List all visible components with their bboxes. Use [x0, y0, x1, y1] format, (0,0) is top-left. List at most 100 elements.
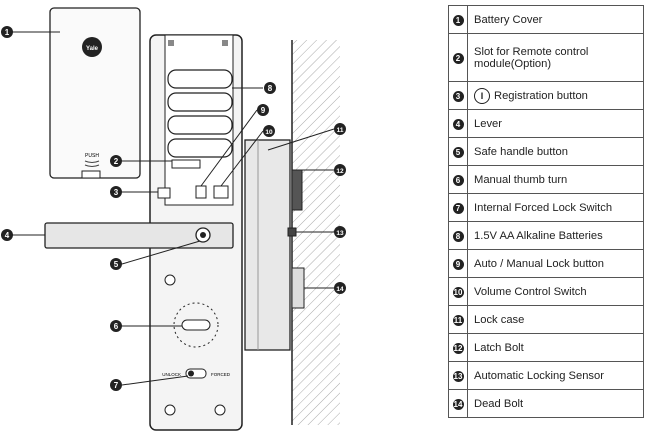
callout-number: 4 [5, 231, 10, 240]
legend-number: 12 [452, 342, 464, 354]
callout-4: 4 [1, 229, 13, 241]
battery-cover: Yale PUSH [49, 7, 141, 179]
legend-number-cell: 2 [448, 33, 468, 82]
lock-diagram: Yale PUSH UNLOCK FORCED [1, 7, 346, 431]
legend-number: 14 [452, 398, 464, 410]
registration-button [157, 187, 171, 199]
legend-row: 2 Slot for Remote control module(Option) [448, 33, 644, 82]
callout-7: 7 [110, 379, 122, 391]
legend-number-cell: 4 [448, 109, 468, 138]
legend-text-cell: Lever [467, 109, 644, 138]
callout-number: 8 [268, 84, 273, 93]
legend-number-cell: 3 [448, 81, 468, 110]
legend-number: 2 [452, 52, 464, 64]
legend-number: 7 [452, 202, 464, 214]
legend-number-cell: 11 [448, 305, 468, 334]
cover-logo: Yale [86, 46, 99, 52]
legend-number-cell: 12 [448, 333, 468, 362]
registration-icon: I [474, 87, 490, 104]
callout-number: 11 [337, 127, 344, 134]
legend-label: Safe handle button [474, 145, 568, 158]
callout-1: 1 [1, 26, 13, 38]
switch-left-label: UNLOCK [162, 372, 181, 377]
callout-number: 9 [261, 106, 266, 115]
legend-text-cell: Safe handle button [467, 137, 644, 166]
legend-row: 8 1.5V AA Alkaline Batteries [448, 221, 644, 250]
callout-number: 12 [336, 168, 344, 175]
callout-number: 7 [114, 381, 119, 390]
legend-text-cell: Dead Bolt [467, 389, 644, 418]
legend-label: Battery Cover [474, 13, 543, 26]
callout-14: 14 [334, 282, 346, 294]
legend-label: Lock case [474, 313, 525, 326]
callout-lines [12, 31, 335, 386]
callout-number: 1 [5, 28, 10, 37]
legend-text-cell: Battery Cover [467, 5, 644, 34]
screw [164, 404, 176, 416]
legend-row: 4 Lever [448, 109, 644, 138]
legend-text-cell: Automatic Locking Sensor [467, 361, 644, 390]
screw [214, 404, 226, 416]
legend-number-cell: 9 [448, 249, 468, 278]
legend-text-cell: Internal Forced Lock Switch [467, 193, 644, 222]
callout-11: 11 [334, 123, 346, 135]
legend-label: Internal Forced Lock Switch [474, 201, 613, 214]
legend-row: 7 Internal Forced Lock Switch [448, 193, 644, 222]
legend-label: 1.5V AA Alkaline Batteries [474, 229, 603, 242]
sensor [287, 227, 297, 237]
legend-number: 5 [452, 146, 464, 158]
callout-number: 10 [265, 129, 273, 136]
latch-bolt [291, 169, 303, 211]
legend-label: Dead Bolt [474, 397, 524, 410]
legend-number: 1 [452, 14, 464, 26]
callout-number: 6 [114, 322, 119, 331]
legend-label: Latch Bolt [474, 341, 524, 354]
lever [44, 222, 234, 249]
callout-12: 12 [334, 164, 346, 176]
legend-number: 10 [452, 286, 464, 298]
switch-right-label: FORCED [211, 372, 231, 377]
legend-number-cell: 10 [448, 277, 468, 306]
legend-label: Registration button [494, 89, 588, 102]
legend-number: 9 [452, 258, 464, 270]
legend-number: 8 [452, 230, 464, 242]
legend-row: 12 Latch Bolt [448, 333, 644, 362]
volume-control-switch [213, 185, 229, 199]
callout-number: 5 [114, 260, 119, 269]
legend-number: 4 [452, 118, 464, 130]
legend-label: Automatic Locking Sensor [474, 369, 604, 382]
legend-text-cell: Auto / Manual Lock button [467, 249, 644, 278]
legend-label: Auto / Manual Lock button [474, 257, 604, 270]
legend-label: Volume Control Switch [474, 285, 587, 298]
legend-row: 14 Dead Bolt [448, 389, 644, 418]
callout-6: 6 [110, 320, 122, 332]
legend-number-cell: 13 [448, 361, 468, 390]
legend-text-cell: Lock case [467, 305, 644, 334]
thumb-turn [173, 302, 219, 348]
callout-number: 2 [114, 157, 119, 166]
legend-text-cell: Volume Control Switch [467, 277, 644, 306]
legend-number: 13 [452, 370, 464, 382]
legend-label: Lever [474, 117, 502, 130]
legend-number-cell: 14 [448, 389, 468, 418]
dead-bolt [291, 267, 305, 309]
legend-number-cell: 8 [448, 221, 468, 250]
legend-number-cell: 1 [448, 5, 468, 34]
legend-text-cell: 1.5V AA Alkaline Batteries [467, 221, 644, 250]
cover-push-text: PUSH [85, 153, 99, 159]
legend-number-cell: 6 [448, 165, 468, 194]
legend-number-cell: 7 [448, 193, 468, 222]
legend-row: 11 Lock case [448, 305, 644, 334]
callout-9: 9 [257, 104, 269, 116]
forced-lock-switch: UNLOCK FORCED [162, 368, 231, 379]
legend-label: Slot for Remote control module(Option) [474, 45, 589, 70]
legend-text-cell: Latch Bolt [467, 333, 644, 362]
callout-5: 5 [110, 258, 122, 270]
legend-row: 9 Auto / Manual Lock button [448, 249, 644, 278]
legend-number: 3 [452, 90, 464, 102]
screw [164, 274, 176, 286]
legend-row: 1 Battery Cover [448, 5, 644, 34]
legend-text-cell: Manual thumb turn [467, 165, 644, 194]
